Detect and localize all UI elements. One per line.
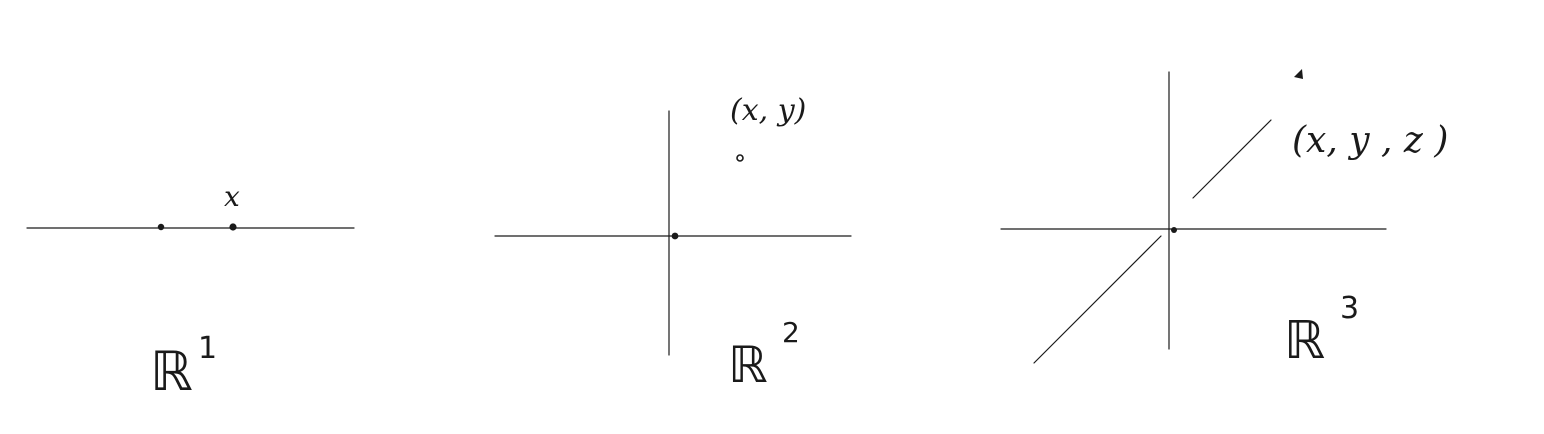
z-axis-lower-r3: [1033, 235, 1162, 364]
exponent-r1: 1: [198, 331, 217, 366]
xyz-point-label: (x, y , z ): [1292, 120, 1448, 161]
origin-point: [157, 223, 165, 231]
space-label-r3: ℝ: [1284, 311, 1325, 371]
panel-r1: x ℝ 1: [26, 180, 355, 403]
space-label-r2: ℝ: [728, 336, 768, 394]
exponent-r2: 2: [782, 316, 800, 349]
xyz-point: [1294, 69, 1303, 79]
exponent-r3: 3: [1340, 291, 1359, 326]
origin-point-r2: [671, 232, 679, 240]
x-point-label: x: [224, 180, 240, 213]
x-point: [229, 223, 237, 231]
z-axis-upper-r3: [1192, 119, 1272, 199]
panel-r3: (x, y , z ) ℝ 3: [1000, 69, 1448, 371]
panel-r2: (x, y) ℝ 2: [494, 93, 852, 394]
origin-point-r3: [1171, 227, 1177, 233]
xy-point: [736, 154, 744, 162]
xy-point-label: (x, y): [730, 93, 806, 128]
space-label-r1: ℝ: [150, 340, 193, 403]
